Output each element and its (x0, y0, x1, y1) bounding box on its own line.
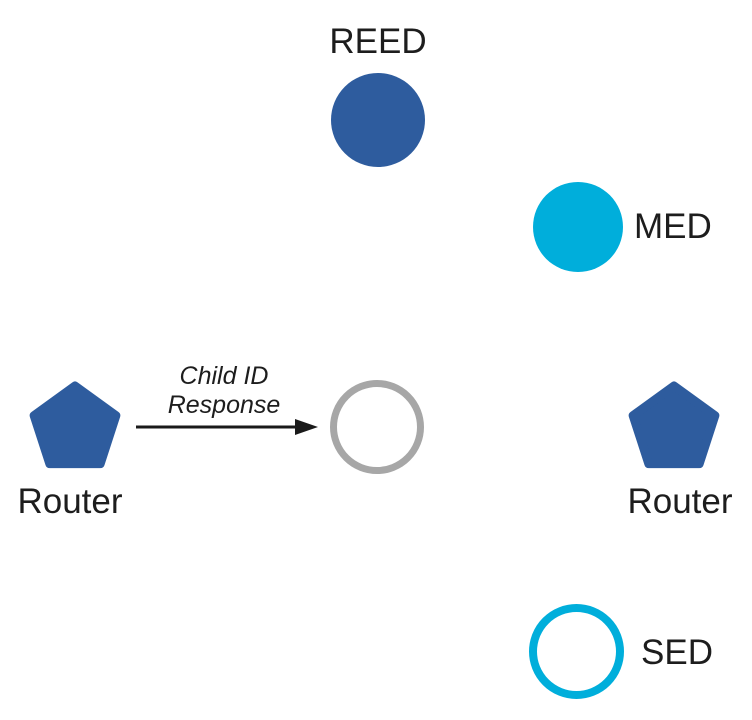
message-label-line2: Response (167, 391, 281, 419)
hollow-circle-icon (330, 380, 424, 474)
message-label: Child ID Response (124, 362, 324, 420)
med-node-label: MED (634, 207, 712, 246)
med-node-circle (533, 182, 623, 272)
router-left-pentagon (29, 381, 121, 469)
pentagon-outline (29, 381, 121, 469)
reed-node-circle (331, 73, 425, 167)
sed-node-label: SED (641, 633, 713, 672)
message-label-line1: Child ID (179, 362, 269, 390)
joining-node-circle (330, 380, 424, 474)
filled-circle-icon (331, 73, 425, 167)
filled-circle-icon (533, 182, 623, 272)
arrow-head-icon (295, 419, 318, 435)
pentagon-outline (628, 381, 720, 469)
child-id-response-arrow (136, 419, 318, 435)
hollow-circle-icon (529, 604, 624, 699)
router-right-label: Router (627, 482, 733, 521)
reed-node-label: REED (329, 22, 427, 61)
router-left-label: Router (17, 482, 123, 521)
router-right-pentagon (628, 381, 720, 469)
sed-node-circle (529, 604, 624, 699)
